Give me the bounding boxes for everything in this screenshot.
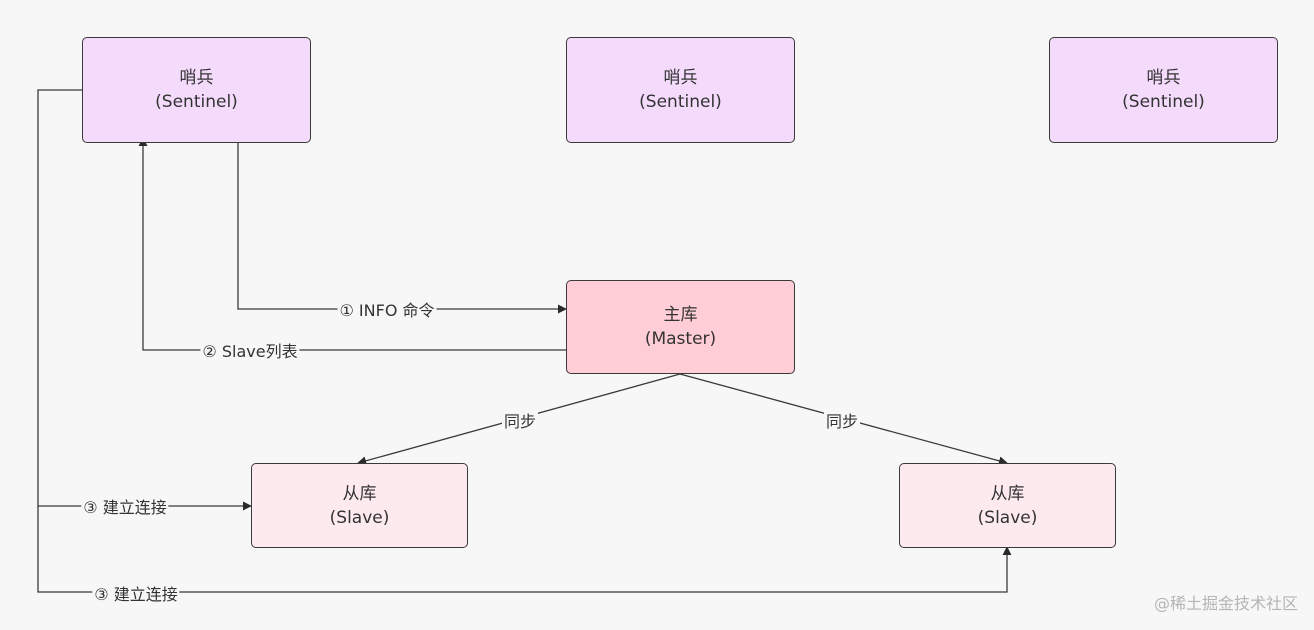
sentinel-node-1: 哨兵 (Sentinel) bbox=[82, 37, 311, 143]
sentinel-subtitle: (Sentinel) bbox=[639, 92, 722, 112]
edge-label-sync-left: 同步 bbox=[501, 412, 539, 432]
sentinel-title: 哨兵 bbox=[179, 68, 214, 88]
sentinel-subtitle: (Sentinel) bbox=[155, 92, 238, 112]
sentinel-title: 哨兵 bbox=[663, 68, 698, 88]
edge-label-sync-right: 同步 bbox=[823, 412, 861, 432]
edge-label-info-command: ① INFO 命令 bbox=[337, 301, 437, 321]
master-title: 主库 bbox=[663, 305, 698, 325]
slave-node-2: 从库 (Slave) bbox=[899, 463, 1116, 548]
sentinel-node-3: 哨兵 (Sentinel) bbox=[1049, 37, 1278, 143]
slave-subtitle: (Slave) bbox=[329, 507, 390, 528]
edge-info-command bbox=[237, 143, 567, 314]
edge-label-connect-slave-1: ③ 建立连接 bbox=[81, 498, 169, 518]
slave-title: 从库 bbox=[342, 483, 377, 504]
edge-connect-slave-2 bbox=[37, 506, 1012, 593]
watermark: @稀土掘金技术社区 bbox=[1153, 594, 1298, 613]
slave-subtitle: (Slave) bbox=[977, 507, 1038, 528]
master-node: 主库 (Master) bbox=[566, 280, 795, 374]
slave-node-1: 从库 (Slave) bbox=[251, 463, 468, 548]
sentinel-subtitle: (Sentinel) bbox=[1122, 92, 1205, 112]
edge-slave-list bbox=[138, 137, 566, 351]
sentinel-title: 哨兵 bbox=[1146, 68, 1181, 88]
master-subtitle: (Master) bbox=[644, 329, 717, 349]
edge-label-slave-list: ② Slave列表 bbox=[200, 342, 300, 362]
slave-title: 从库 bbox=[990, 483, 1025, 504]
edge-connect-slave-1 bbox=[37, 89, 252, 511]
edge-label-connect-slave-2: ③ 建立连接 bbox=[92, 585, 180, 605]
sentinel-node-2: 哨兵 (Sentinel) bbox=[566, 37, 795, 143]
